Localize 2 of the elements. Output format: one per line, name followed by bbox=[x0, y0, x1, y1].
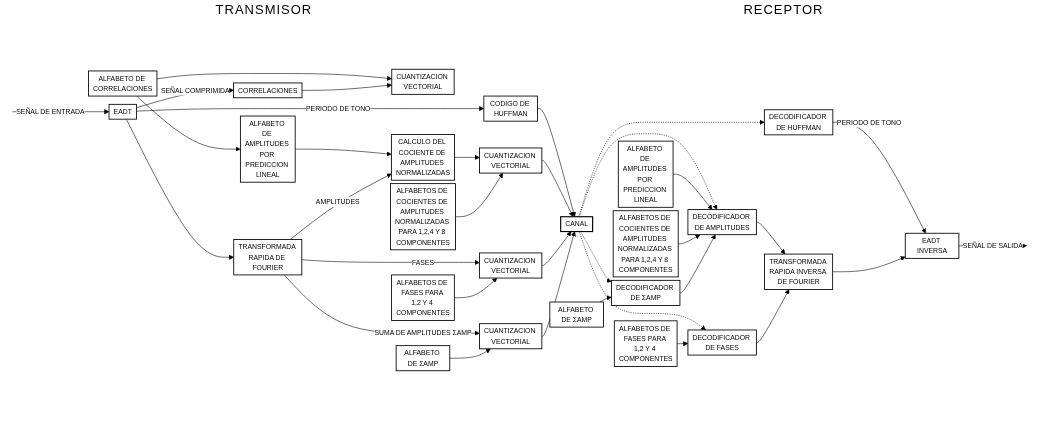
section-heading: TRANSMISOR bbox=[215, 1, 313, 17]
section-heading: RECEPTOR bbox=[743, 1, 824, 17]
